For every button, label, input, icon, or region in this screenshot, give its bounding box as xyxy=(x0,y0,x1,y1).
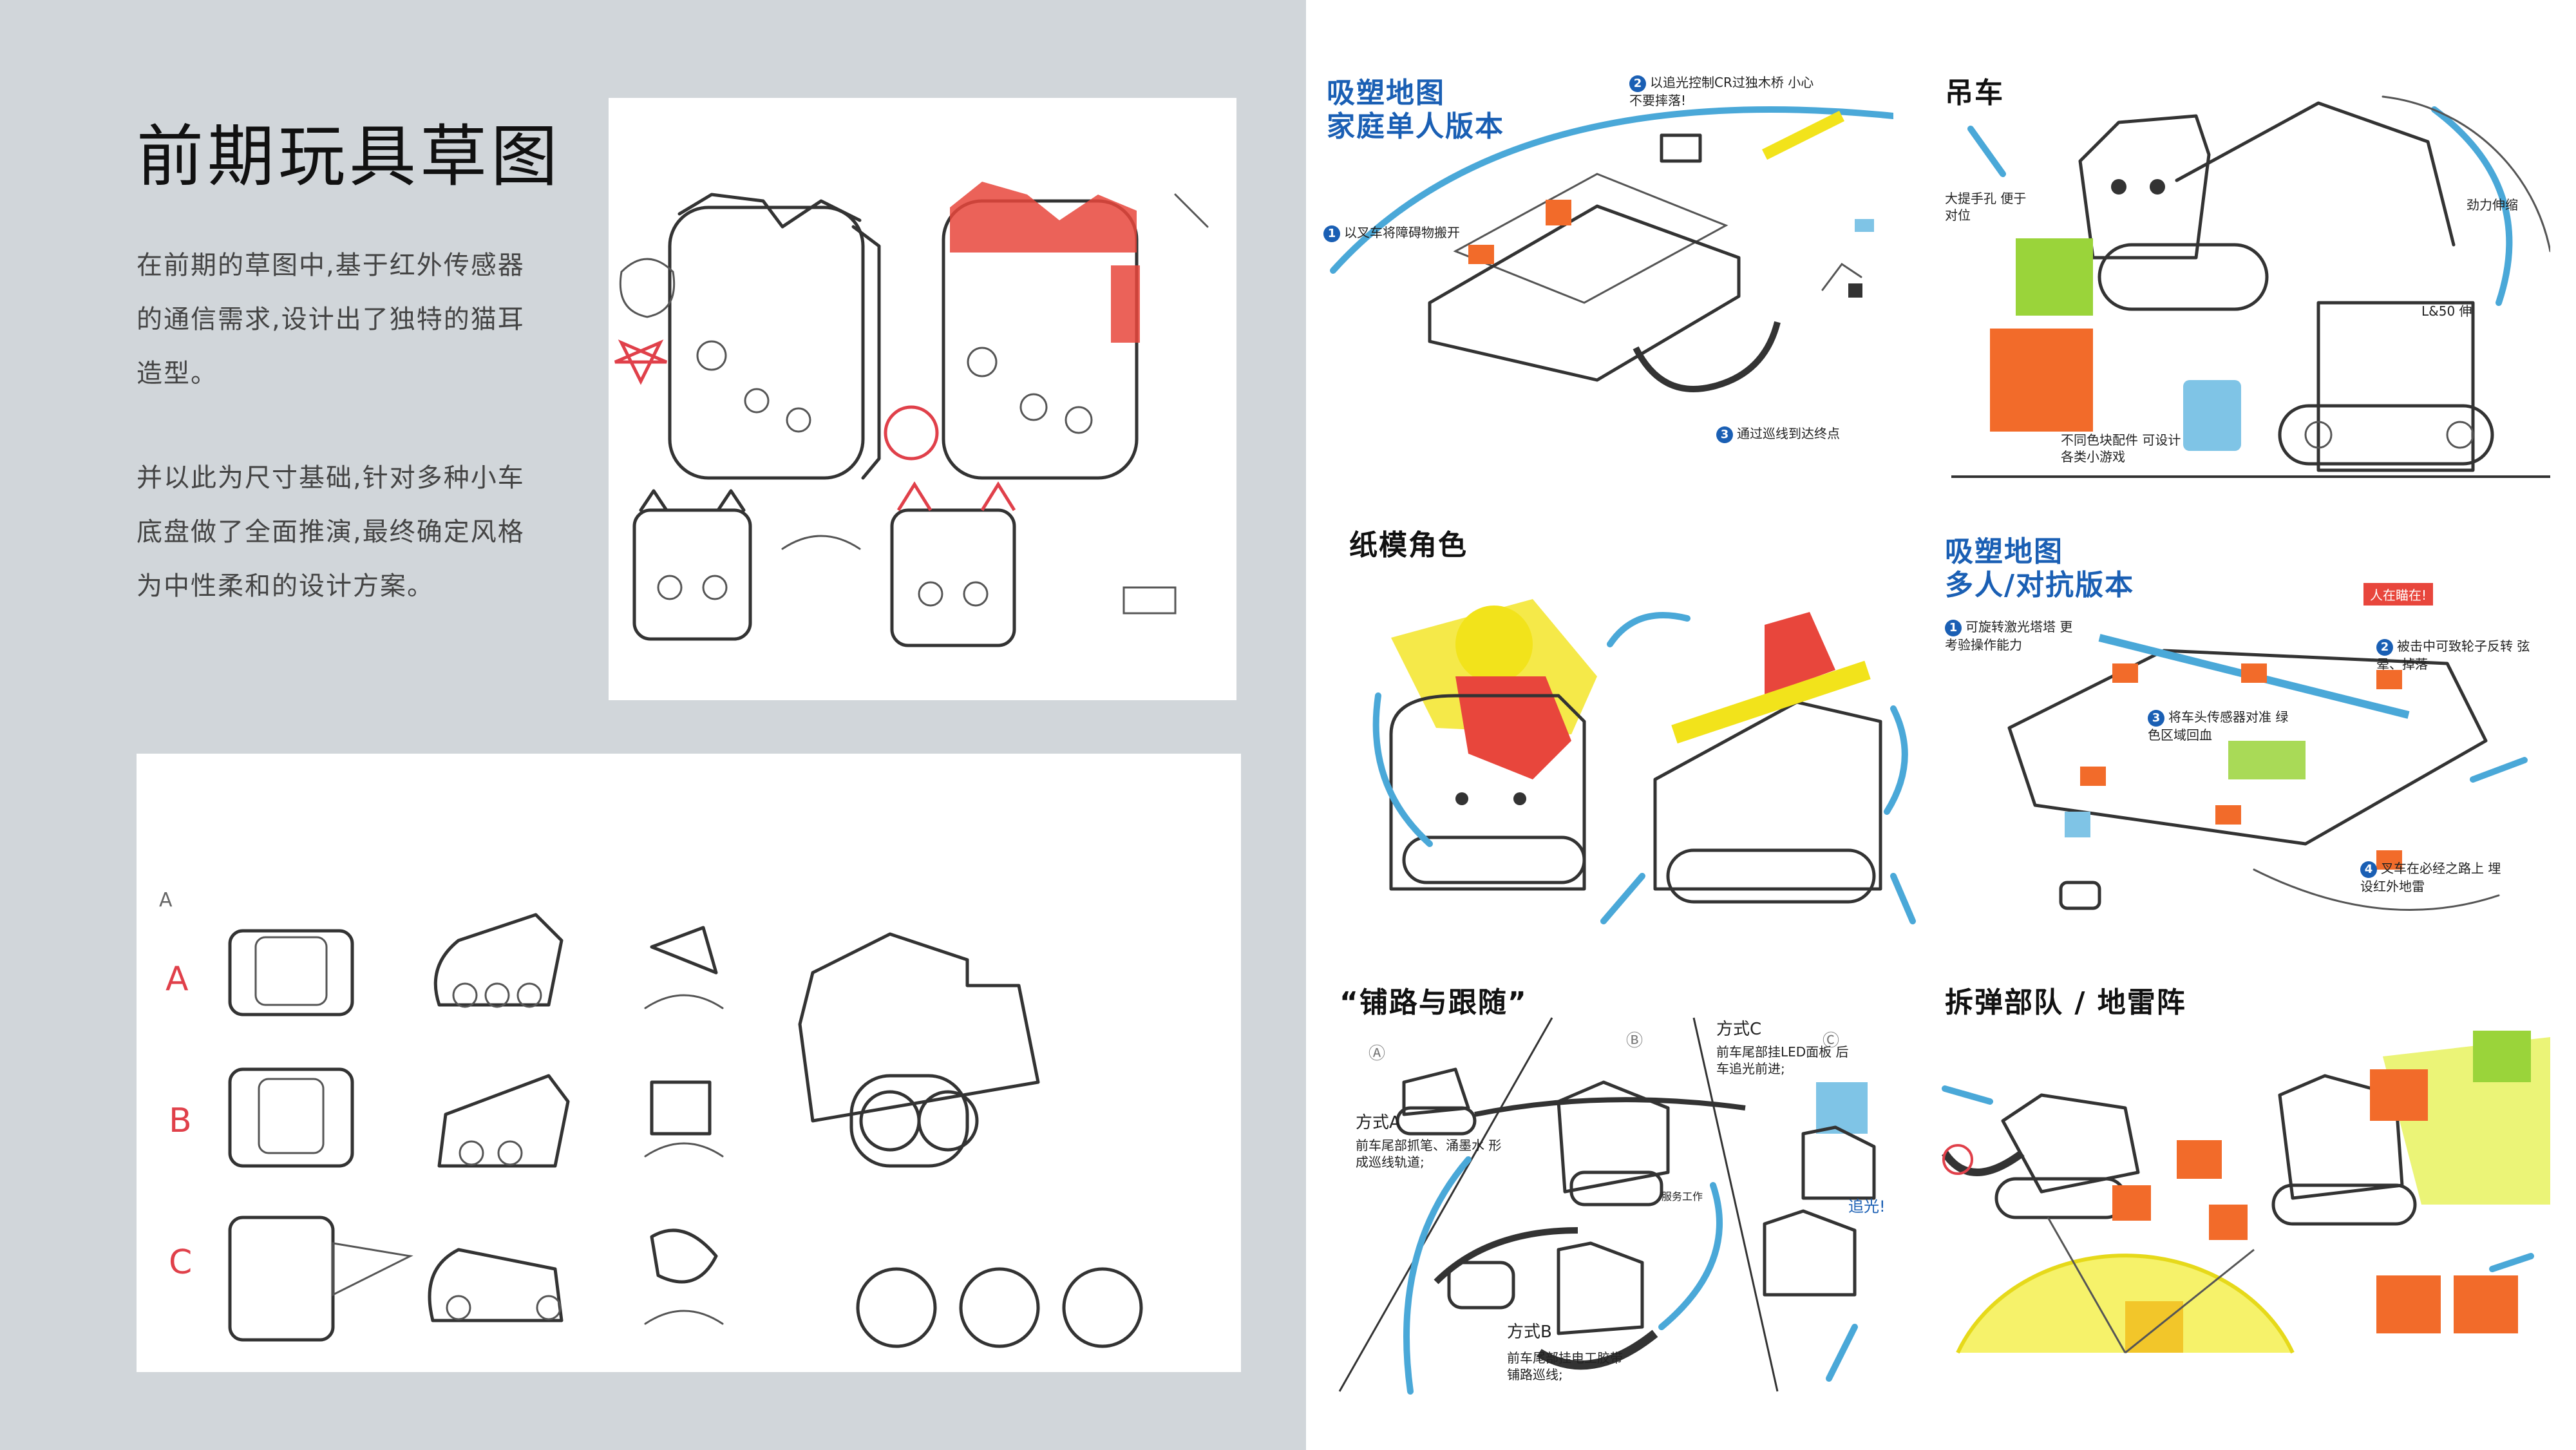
panel5-method-c: 方式C xyxy=(1716,1020,1762,1039)
panel4-badge: 人在瞄在! xyxy=(2363,583,2434,606)
chassis-sketch: A A B C xyxy=(137,754,1241,1372)
panel5-task: 服务工作 xyxy=(1662,1190,1703,1203)
row-label-c: C xyxy=(169,1243,193,1282)
panel5-circle-a: Ⓐ xyxy=(1368,1044,1386,1064)
panel1-title-line2: 家庭单人版本 xyxy=(1327,110,1504,143)
panel1-map-drawing xyxy=(1330,106,1893,392)
panel4-title-line2: 多人/对抗版本 xyxy=(1945,569,2135,602)
panel1-title-line1: 吸塑地图 xyxy=(1327,77,1445,110)
panel5-method-b: 方式B xyxy=(1507,1322,1552,1342)
panel3-paper-characters-drawing xyxy=(1372,599,1916,924)
panel5-method-a: 方式A xyxy=(1356,1113,1401,1132)
panel2-note-extend: L&50 伸 xyxy=(2421,303,2472,319)
panel5-method-c-desc: 前车尾部挂LED面板 后车追光前进; xyxy=(1716,1044,1849,1076)
panel4-battle-map-drawing xyxy=(2007,634,2528,911)
panel5-method-b-desc: 前车尾部挂电工胶带 铺路巡线; xyxy=(1507,1350,1623,1382)
intro-paragraph: 在前期的草图中,基于红外传感器的通信需求,设计出了独特的猫耳造型。 xyxy=(137,251,525,388)
panel5-title: “铺路与跟随” xyxy=(1340,986,1528,1019)
chassis-corner-label: A xyxy=(159,889,173,911)
panel3-title: 纸模角色 xyxy=(1349,529,1468,562)
chassis-sketch-drawing xyxy=(228,913,1143,1348)
panel5-circle-b: Ⓑ xyxy=(1626,1031,1643,1051)
panel2-note-force: 劲力伸缩 xyxy=(2467,197,2518,213)
cat-ear-sketch-drawing xyxy=(614,182,1209,647)
panel2-title: 吊车 xyxy=(1945,77,2004,110)
cat-ear-sketch xyxy=(609,98,1236,700)
page-title: 前期玩具草图 xyxy=(137,117,562,196)
panel2-note-grip: 大提手孔 便于对位 xyxy=(1945,191,2027,223)
panel6-title: 拆弹部队 / 地雷阵 xyxy=(1945,986,2186,1019)
row-label-a: A xyxy=(166,960,189,998)
chassis-paragraph: 并以此为尺寸基础,针对多种小车底盘做了全面推演,最终确定风格为中性柔和的设计方案… xyxy=(137,463,525,601)
panel4-title-line1: 吸塑地图 xyxy=(1945,535,2063,568)
panel5-follow-drawing xyxy=(1338,1017,1876,1395)
panel2-crane-drawing xyxy=(1951,95,2550,478)
panel2-note-blocks: 不同色块配件 可设计各类小游戏 xyxy=(2061,432,2181,464)
panel5-circle-c: Ⓒ xyxy=(1823,1031,1840,1051)
row-label-b: B xyxy=(169,1102,192,1140)
panel5-chase: 追光! xyxy=(1848,1197,1886,1216)
panel5-method-a-desc: 前车尾部抓笔、涌墨水 形成巡线轨道; xyxy=(1356,1138,1502,1170)
panel6-minefield-drawing xyxy=(1942,1031,2550,1354)
